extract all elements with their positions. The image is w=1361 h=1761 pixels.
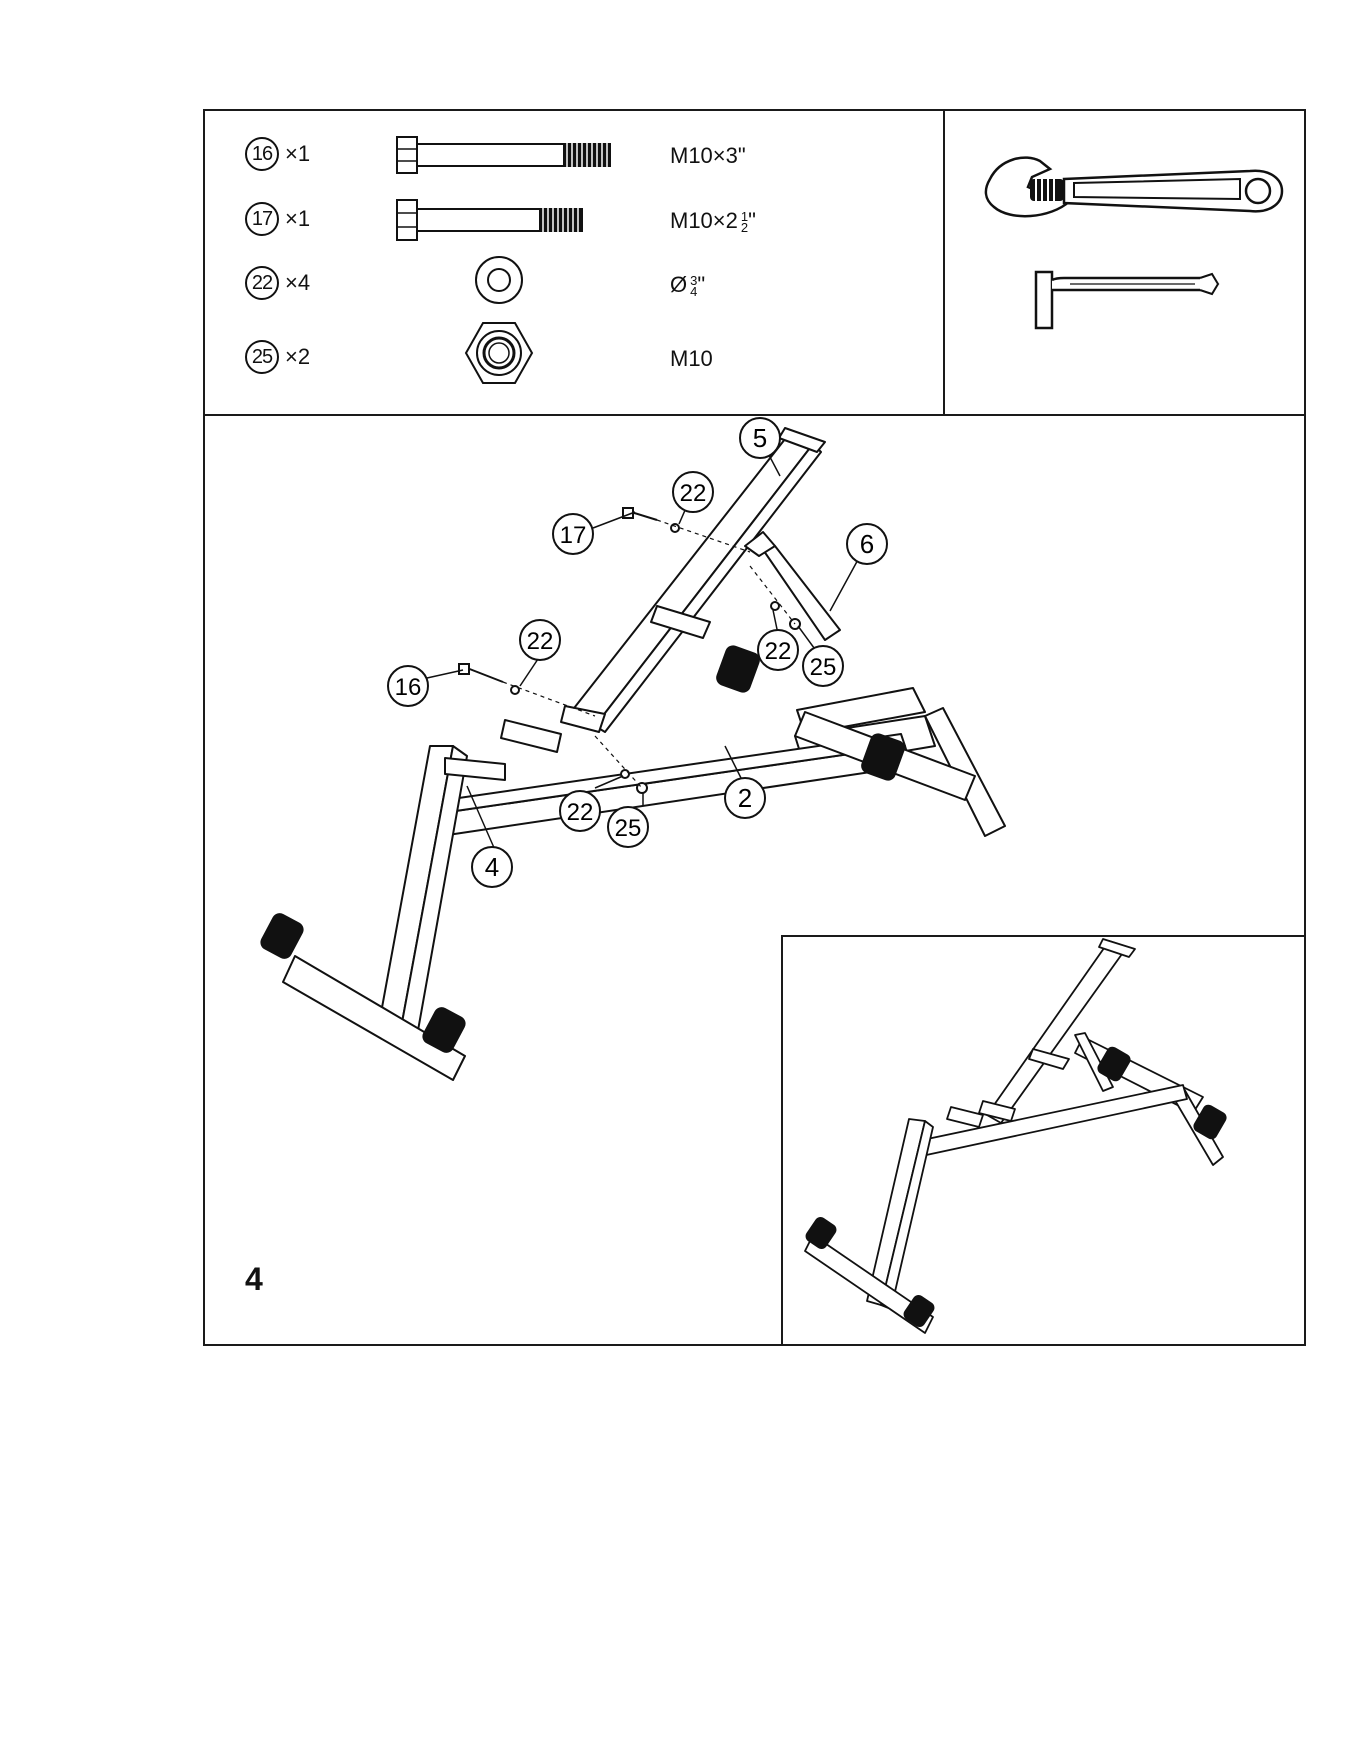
bolt-long-icon [395,135,635,175]
svg-text:5: 5 [753,423,767,453]
part-number-badge: 25 [245,340,279,374]
svg-text:16: 16 [395,674,422,701]
callout-22-right: 22 [758,630,798,670]
part-quantity: ×1 [285,141,310,167]
assembled-bench-drawing [783,937,1304,1344]
callout-16: 16 [388,666,428,706]
part-quantity: ×4 [285,270,310,296]
callout-25-right: 25 [803,646,843,686]
callout-22-bottom: 22 [560,791,600,831]
part-number-badge: 17 [245,202,279,236]
svg-text:25: 25 [810,654,837,681]
callout-22-left: 22 [520,620,560,660]
bolt-short-icon [395,198,635,242]
assembled-view-inset [781,935,1306,1346]
svg-text:22: 22 [765,638,792,665]
callout-22-top: 22 [673,472,713,512]
allen-key-icon [1030,266,1230,346]
part-spec: M10 [670,346,713,372]
hardware-list-box: 16 ×1 M10×3" 17 ×1 [203,109,945,416]
hardware-row-25: 25 ×2 M10 [205,336,943,376]
callout-2: 2 [725,778,765,818]
adjustable-wrench-icon [970,149,1290,239]
nut-icon [463,320,535,386]
callout-4: 4 [472,847,512,887]
part-number-badge: 16 [245,137,279,171]
callout-17: 17 [553,514,593,554]
hardware-row-16: 16 ×1 M10×3" [205,133,943,173]
part-quantity: ×2 [285,344,310,370]
svg-text:22: 22 [527,628,554,655]
callout-5: 5 [740,418,780,458]
svg-text:17: 17 [560,522,587,549]
callout-25-bottom: 25 [608,807,648,847]
svg-text:6: 6 [860,529,874,559]
svg-text:22: 22 [567,799,594,826]
svg-text:4: 4 [485,852,499,882]
part-quantity: ×1 [285,206,310,232]
svg-text:22: 22 [680,480,707,507]
part-number-badge: 22 [245,266,279,300]
part-spec: M10×3" [670,143,746,169]
step-number: 4 [245,1261,263,1298]
callout-6: 6 [847,524,887,564]
washer-icon [473,254,525,306]
svg-text:2: 2 [738,783,752,813]
svg-text:25: 25 [615,815,642,842]
tools-box [943,109,1306,416]
